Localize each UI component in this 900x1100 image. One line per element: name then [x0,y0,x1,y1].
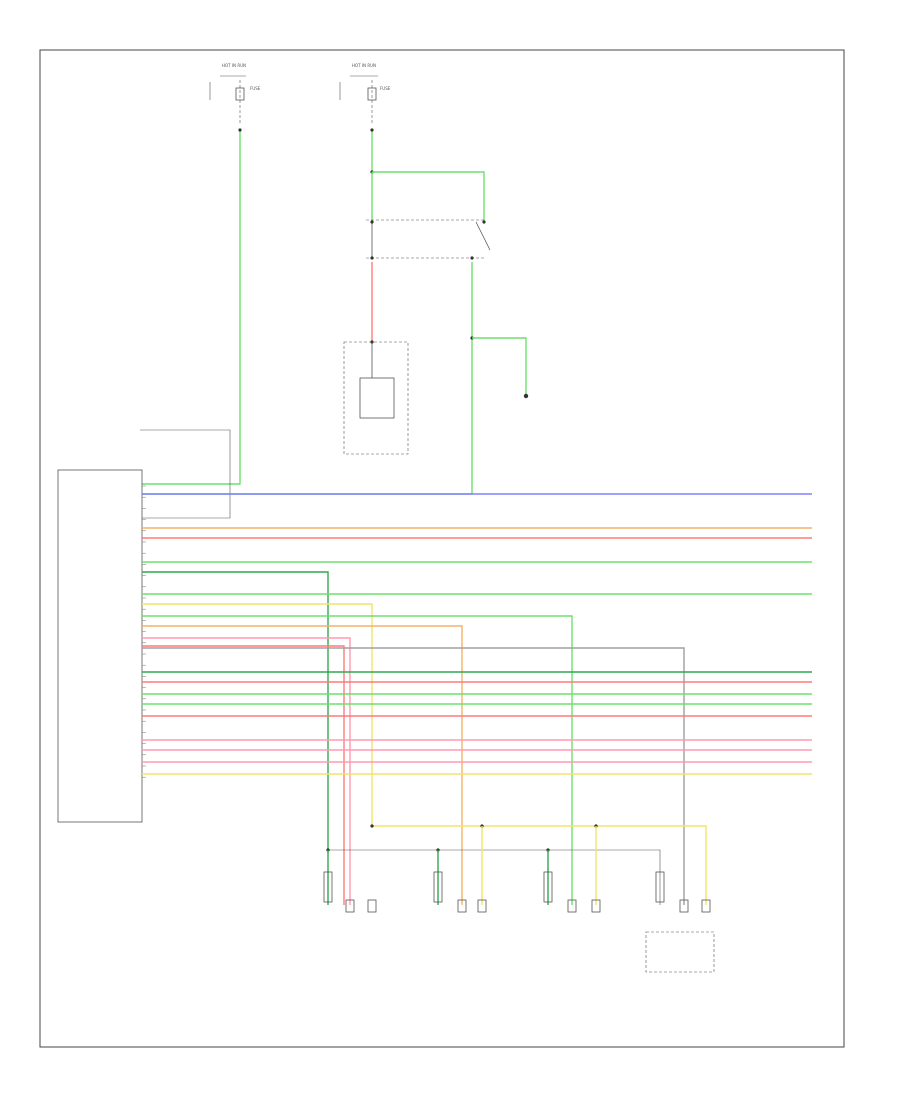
sensor-3 [543,871,601,913]
diagram-frame [39,49,845,1048]
sensor-2 [433,871,487,913]
fuse-block-1-header: HOT IN RUN [222,63,246,68]
pcm-pin-rows [142,485,146,778]
brake-switch [366,219,491,260]
wire-harness-gray-1 [142,647,685,905]
fuse-block-1-fuse: FUSE [250,86,261,91]
transmission-module [343,341,409,455]
fuse-block-2-header: HOT IN RUN [352,63,376,68]
fuse-block-2: HOT IN RUN FUSE [339,63,391,125]
wire-harness-yellow-1 [142,603,373,826]
fuse-block-1: HOT IN RUN FUSE [209,63,261,125]
wire-harness-red-2 [142,645,345,905]
wire-fuse2-branch [372,171,485,222]
wire-harness-green-2 [142,571,329,850]
control-unit [57,469,143,823]
sensor-1 [323,871,377,913]
fuse-block-2-fuse: FUSE [380,86,391,91]
wire-harness-orange-2 [142,625,463,905]
wire-sensor-bus-dark [328,849,661,905]
wire-harness-pink-1 [142,637,351,905]
sensor-4 [645,871,715,973]
pcm-connector-header [140,429,231,519]
wire-switch-output [142,262,473,495]
fuse-2-icon [367,87,377,101]
wire-splice-branch [472,337,527,394]
wire-harness-green-4 [142,615,573,905]
wire-fuse1-feed [142,130,241,485]
fuse-1-icon [235,87,245,101]
